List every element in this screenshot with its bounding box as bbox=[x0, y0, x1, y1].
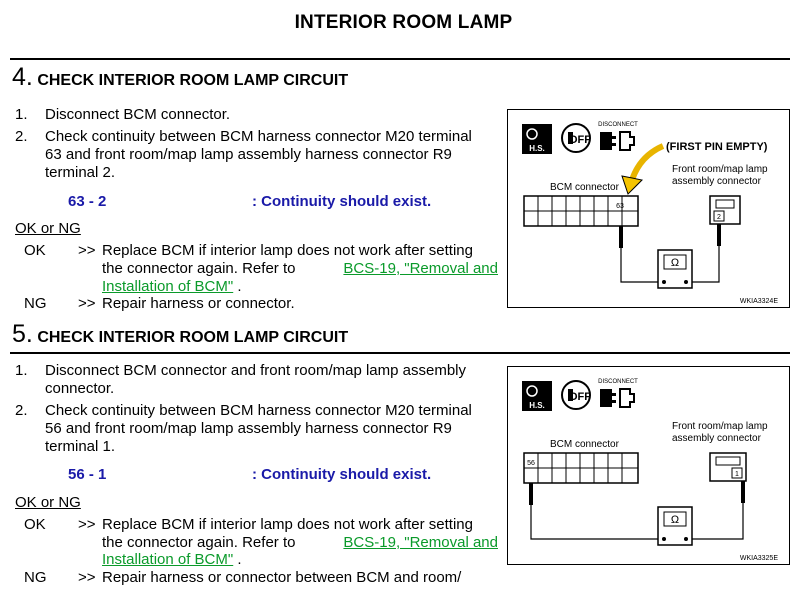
off-label: OFF bbox=[569, 134, 591, 146]
figure-code: WKIA3324E bbox=[740, 298, 778, 305]
bcm-connector-label: BCM connector bbox=[550, 439, 620, 450]
step-4-ok-ng-label: OK or NG bbox=[15, 220, 81, 237]
hs-label: H.S. bbox=[529, 401, 545, 410]
disconnect-label: DISCONNECT bbox=[598, 379, 638, 385]
step-4-item-2-line-1: Check continuity between BCM harness con… bbox=[45, 128, 472, 145]
ohm-symbol: Ω bbox=[671, 514, 679, 526]
step-5-ok-ng-label: OK or NG bbox=[15, 494, 81, 511]
disconnect-label: DISCONNECT bbox=[598, 122, 638, 128]
step-4-check-pins: 63 - 2 bbox=[68, 193, 107, 210]
step-4-ok-end: . bbox=[233, 278, 242, 295]
step-5-header: 5. CHECK INTERIOR ROOM LAMP CIRCUIT bbox=[12, 320, 348, 349]
step-4-ok-line-1: Replace BCM if interior lamp does not wo… bbox=[102, 242, 473, 259]
step-5-ng-arrow: >> bbox=[78, 569, 96, 586]
bcm-connector: 63 bbox=[523, 195, 639, 227]
step-5-item-1-line-2: connector. bbox=[45, 380, 115, 397]
step-4-ref-link-part-2[interactable]: Installation of BCM" bbox=[102, 278, 234, 295]
lamp-connector-label-1: Front room/map lamp bbox=[672, 164, 768, 175]
lamp-connector-label-2: assembly connector bbox=[672, 176, 762, 187]
step-4-item-2-line-2: 63 and front room/map lamp assembly harn… bbox=[45, 146, 452, 163]
section-divider bbox=[10, 58, 790, 60]
bcm-connector: 56 bbox=[523, 452, 639, 484]
callout-arrow bbox=[621, 143, 665, 195]
ohmmeter-icon: Ω bbox=[657, 506, 693, 546]
step-5-item-1-num: 1. bbox=[15, 362, 28, 379]
step-4-ng-label: NG bbox=[24, 295, 47, 312]
step-5-check-result: : Continuity should exist. bbox=[252, 466, 432, 483]
step-5-heading: CHECK INTERIOR ROOM LAMP CIRCUIT bbox=[37, 329, 349, 346]
lamp-connector-label-2: assembly connector bbox=[672, 433, 762, 444]
step-5-item-2-line-1: Check continuity between BCM harness con… bbox=[45, 402, 472, 419]
step-4-header: 4. CHECK INTERIOR ROOM LAMP CIRCUIT bbox=[12, 63, 348, 92]
hs-label: H.S. bbox=[529, 144, 545, 153]
ohm-symbol: Ω bbox=[671, 257, 679, 269]
off-label: OFF bbox=[569, 391, 591, 403]
step-5-diagram: H.S. OFF DISCONNECT Front room/map lamp … bbox=[507, 366, 790, 565]
step-4-ok-line-2-text: the connector again. Refer to bbox=[102, 260, 296, 277]
step-5-item-2-line-3: terminal 1. bbox=[45, 438, 116, 455]
step-5-number: 5. bbox=[12, 320, 33, 348]
step-4-item-2-num: 2. bbox=[15, 128, 28, 145]
step-4-ok-label: OK bbox=[24, 242, 46, 259]
step-4-number: 4. bbox=[12, 63, 33, 91]
step-5-ok-line-1: Replace BCM if interior lamp does not wo… bbox=[102, 516, 473, 533]
step-4-diagram: H.S. OFF DISCONNECT (FIRST PIN EMPTY) Fr… bbox=[507, 109, 790, 308]
disconnect-icon: DISCONNECT bbox=[598, 122, 638, 151]
bcm-pin-label: 63 bbox=[616, 203, 624, 210]
step-4-ok-arrow: >> bbox=[78, 242, 96, 259]
section-divider-2 bbox=[10, 352, 790, 354]
step-5-item-1-line-1: Disconnect BCM connector and front room/… bbox=[45, 362, 467, 379]
step-4-item-1-text: Disconnect BCM connector. bbox=[45, 106, 231, 123]
step-5-ok-arrow: >> bbox=[78, 516, 96, 533]
step-4-item-1-num: 1. bbox=[15, 106, 28, 123]
step-5-ng-label: NG bbox=[24, 569, 47, 586]
bcm-connector-label: BCM connector bbox=[550, 182, 620, 193]
meter-wiring bbox=[619, 224, 721, 283]
lamp-connector: 2 bbox=[709, 195, 741, 225]
ohmmeter-icon: Ω bbox=[657, 249, 693, 289]
bcm-pin-label: 56 bbox=[527, 460, 535, 467]
lamp-pin-label: 2 bbox=[717, 214, 721, 221]
step-4-check-result: : Continuity should exist. bbox=[252, 193, 432, 210]
lamp-connector: 1 bbox=[709, 452, 747, 482]
step-5-ok-line-2-text: the connector again. Refer to bbox=[102, 534, 296, 551]
step-5-ok-line-3: Installation of BCM" . bbox=[102, 551, 242, 569]
step-4-heading: CHECK INTERIOR ROOM LAMP CIRCUIT bbox=[37, 72, 349, 89]
step-5-check-pins: 56 - 1 bbox=[68, 466, 107, 483]
step-5-item-2-num: 2. bbox=[15, 402, 28, 419]
disconnect-icon: DISCONNECT bbox=[598, 379, 638, 408]
step-5-ok-end: . bbox=[233, 551, 242, 568]
step-5-ng-text: Repair harness or connector between BCM … bbox=[102, 569, 462, 586]
step-5-ref-link-part-1[interactable]: BCS-19, "Removal and bbox=[343, 534, 498, 551]
step-4-ok-line-3: Installation of BCM" . bbox=[102, 278, 242, 296]
lamp-pin-label: 1 bbox=[735, 471, 739, 478]
meter-wiring bbox=[529, 481, 745, 540]
step-5-ref-link-part-2[interactable]: Installation of BCM" bbox=[102, 551, 234, 568]
step-4-ng-text: Repair harness or connector. bbox=[102, 295, 295, 312]
step-4-ref-link-part-1[interactable]: BCS-19, "Removal and bbox=[343, 260, 498, 277]
page-title: INTERIOR ROOM LAMP bbox=[294, 12, 513, 33]
step-5-ok-label: OK bbox=[24, 516, 46, 533]
step-4-ng-arrow: >> bbox=[78, 295, 96, 312]
ignition-off-icon: OFF bbox=[561, 380, 591, 410]
step-4-ok-line-2: the connector again. Refer to BCS-19, "R… bbox=[102, 260, 498, 278]
first-pin-empty-callout: (FIRST PIN EMPTY) bbox=[666, 141, 768, 153]
hs-icon: H.S. bbox=[522, 124, 552, 154]
lamp-connector-label-1: Front room/map lamp bbox=[672, 421, 768, 432]
step-4-item-2-line-3: terminal 2. bbox=[45, 164, 116, 181]
step-5-ok-line-2: the connector again. Refer to BCS-19, "R… bbox=[102, 534, 498, 552]
hs-icon: H.S. bbox=[522, 381, 552, 411]
ignition-off-icon: OFF bbox=[561, 123, 591, 153]
step-5-item-2-line-2: 56 and front room/map lamp assembly harn… bbox=[45, 420, 452, 437]
figure-code: WKIA3325E bbox=[740, 555, 778, 562]
